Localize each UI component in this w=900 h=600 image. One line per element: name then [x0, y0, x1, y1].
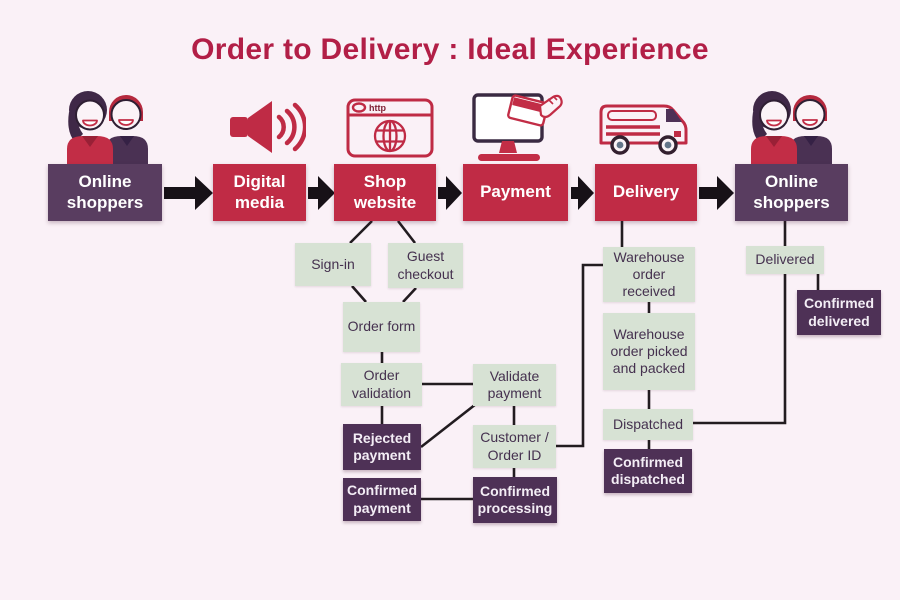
connector-lines [349, 220, 820, 501]
substep-delivered: Delivered [746, 246, 824, 274]
substep-guest-checkout: Guest checkout [388, 243, 463, 288]
substep-order-form: Order form [343, 302, 420, 352]
substep-sign-in: Sign-in [295, 243, 371, 286]
megaphone-icon [230, 101, 306, 153]
delivery-van-icon [599, 104, 688, 155]
substep-order-validation: Order validation [341, 363, 422, 406]
step-online-shoppers: Online shoppers [735, 164, 848, 221]
substep-dispatched: Dispatched [603, 409, 693, 440]
arrow-icon [699, 176, 734, 210]
arrow-icon [308, 176, 335, 210]
substep-confirmed-payment: Confirmed payment [343, 478, 421, 521]
substep-confirmed-processing: Confirmed processing [473, 477, 557, 523]
step-online-shoppers: Online shoppers [48, 164, 162, 221]
step-shop-website: Shop website [334, 164, 436, 221]
online-payment-icon [472, 93, 563, 161]
shoppers-icon [67, 91, 148, 164]
step-payment: Payment [463, 164, 568, 221]
substep-confirmed-dispatched: Confirmed dispatched [604, 449, 692, 493]
substep-warehouse-order-picked: Warehouse order picked and packed [603, 313, 695, 390]
arrow-icon [438, 176, 462, 210]
arrow-icon [164, 176, 213, 210]
diagram-title: Order to Delivery : Ideal Experience [191, 33, 709, 66]
browser-address-text: http [369, 103, 386, 113]
shoppers-icon [751, 91, 832, 164]
substep-warehouse-order-received: Warehouse order received [603, 247, 695, 302]
substep-validate-payment: Validate payment [473, 364, 556, 406]
step-delivery: Delivery [595, 164, 697, 221]
substep-customer-order-id: Customer / Order ID [473, 425, 556, 468]
flow-arrows [164, 176, 734, 210]
browser-globe-icon: http [346, 98, 434, 158]
substep-rejected-payment: Rejected payment [343, 424, 421, 470]
step-digital-media: Digital media [213, 164, 306, 221]
arrow-icon [571, 176, 594, 210]
substep-confirmed-delivered: Confirmed delivered [797, 290, 881, 335]
